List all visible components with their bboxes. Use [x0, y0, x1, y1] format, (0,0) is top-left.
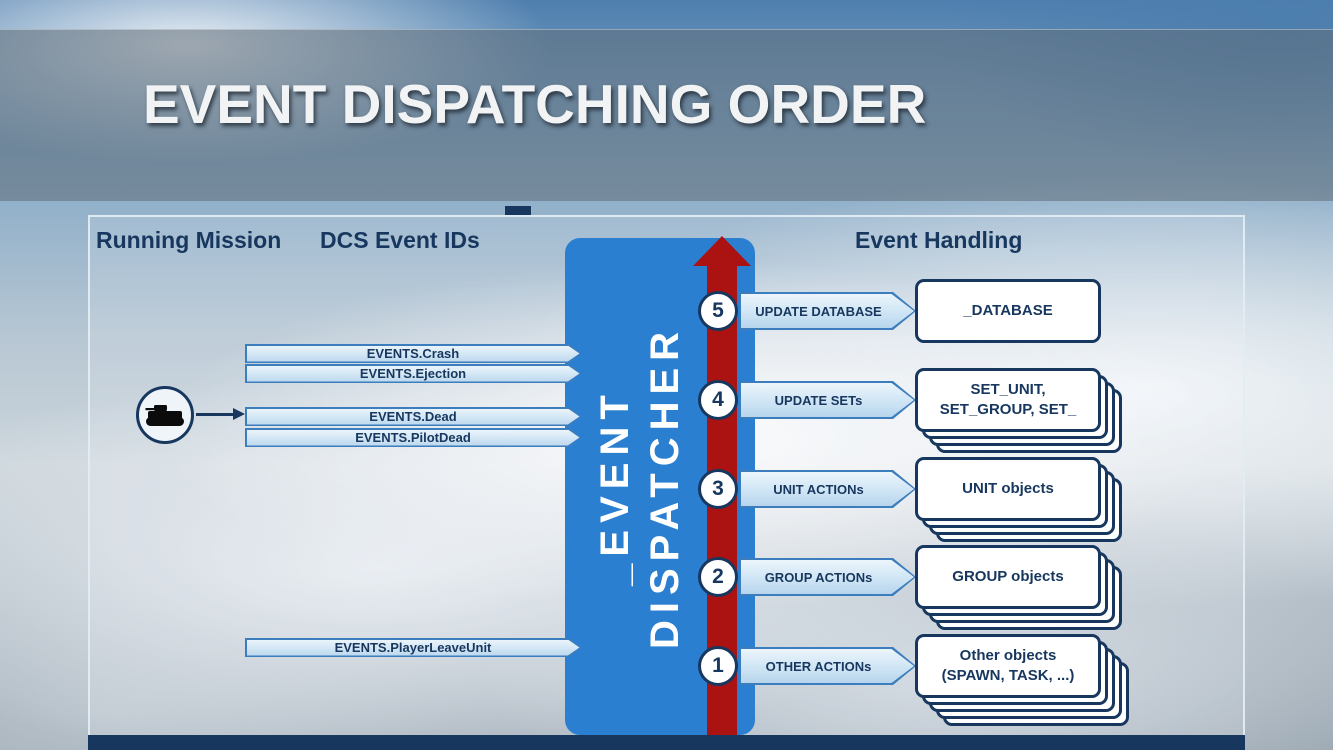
- title-band: [0, 29, 1333, 201]
- action-arrow-fill: UNIT ACTIONs: [741, 472, 914, 506]
- step-number-badge: 2: [698, 557, 738, 597]
- target-label-line1: _DATABASE: [963, 302, 1053, 319]
- dispatcher-label-line1: _EVENT: [593, 388, 637, 586]
- target-box: SET_UNIT, SET_GROUP, SET_: [915, 368, 1101, 432]
- dispatcher-label: _EVENT DISPATCHER: [590, 187, 690, 750]
- unit-event-connector: [196, 413, 234, 416]
- target-stack-group: GROUP objects: [915, 545, 1122, 630]
- target-box: _DATABASE: [915, 279, 1101, 343]
- action-arrow-fill: GROUP ACTIONs: [741, 560, 914, 594]
- target-label-line1: UNIT objects: [962, 480, 1054, 497]
- top-notch: [505, 206, 531, 215]
- target-label-line1: Other objects: [959, 647, 1057, 664]
- event-arrow-fill: EVENTS.PilotDead: [246, 429, 580, 446]
- event-arrow-pilotdead: EVENTS.PilotDead: [245, 428, 581, 447]
- target-stack-sets: SET_UNIT, SET_GROUP, SET_: [915, 368, 1122, 453]
- action-arrow-fill: UPDATE SETs: [741, 383, 914, 417]
- event-arrow-fill: EVENTS.PlayerLeaveUnit: [246, 639, 580, 656]
- step-number: 5: [712, 299, 724, 322]
- target-box: UNIT objects: [915, 457, 1101, 521]
- step-number-badge: 4: [698, 380, 738, 420]
- event-arrow-dead: EVENTS.Dead: [245, 407, 581, 426]
- step-number: 2: [712, 565, 724, 588]
- event-arrow-fill: EVENTS.Dead: [246, 408, 580, 425]
- action-arrow-fill: UPDATE DATABASE: [741, 294, 914, 328]
- target-label-line2: SET_GROUP, SET_: [939, 401, 1077, 418]
- event-arrow-fill: EVENTS.Crash: [246, 345, 580, 362]
- target-stack-database: _DATABASE: [915, 279, 1101, 343]
- event-arrow-fill: EVENTS.Ejection: [246, 365, 580, 382]
- target-label-line1: GROUP objects: [952, 568, 1064, 585]
- target-label-line1: SET_UNIT,: [970, 381, 1046, 398]
- action-label: GROUP ACTIONs: [764, 569, 873, 585]
- action-label: UPDATE SETs: [774, 392, 863, 408]
- footer-bar: [88, 735, 1245, 750]
- target-box: Other objects (SPAWN, TASK, ...): [915, 634, 1101, 698]
- action-arrow-group-actions: GROUP ACTIONs: [739, 558, 916, 596]
- dispatch-flow-arrow-head: [693, 236, 751, 266]
- unit-badge: [136, 386, 194, 444]
- step-number: 3: [712, 477, 724, 500]
- event-label: EVENTS.PlayerLeaveUnit: [334, 640, 492, 655]
- tank-icon: [145, 405, 184, 426]
- step-number-badge: 5: [698, 291, 738, 331]
- step-number: 4: [712, 388, 724, 411]
- column-header-event-handling: Event Handling: [855, 227, 1023, 253]
- step-number-badge: 1: [698, 646, 738, 686]
- slide-title: EVENT DISPATCHING ORDER: [143, 73, 927, 135]
- event-arrow-playerleaveunit: EVENTS.PlayerLeaveUnit: [245, 638, 581, 657]
- step-number: 1: [712, 654, 724, 677]
- event-arrow-crash: EVENTS.Crash: [245, 344, 581, 363]
- column-header-running-mission: Running Mission: [96, 227, 282, 253]
- action-label: UPDATE DATABASE: [755, 303, 882, 319]
- action-arrow-unit-actions: UNIT ACTIONs: [739, 470, 916, 508]
- action-arrow-other-actions: OTHER ACTIONs: [739, 647, 916, 685]
- target-box: GROUP objects: [915, 545, 1101, 609]
- event-arrow-ejection: EVENTS.Ejection: [245, 364, 581, 383]
- event-label: EVENTS.Crash: [366, 346, 460, 361]
- action-label: OTHER ACTIONs: [765, 658, 872, 674]
- column-header-dcs-event-ids: DCS Event IDs: [320, 227, 480, 253]
- event-label: EVENTS.Ejection: [359, 366, 467, 381]
- action-arrow-update-database: UPDATE DATABASE: [739, 292, 916, 330]
- unit-event-connector-arrowhead: [233, 408, 245, 420]
- target-label-line2: (SPAWN, TASK, ...): [941, 667, 1075, 684]
- event-label: EVENTS.PilotDead: [355, 430, 471, 445]
- step-number-badge: 3: [698, 469, 738, 509]
- event-label: EVENTS.Dead: [369, 409, 457, 424]
- target-stack-unit: UNIT objects: [915, 457, 1122, 542]
- action-label: UNIT ACTIONs: [773, 481, 864, 497]
- dispatcher-label-line2: DISPATCHER: [643, 324, 687, 650]
- action-arrow-update-sets: UPDATE SETs: [739, 381, 916, 419]
- target-stack-other: Other objects (SPAWN, TASK, ...): [915, 634, 1129, 726]
- action-arrow-fill: OTHER ACTIONs: [741, 649, 914, 683]
